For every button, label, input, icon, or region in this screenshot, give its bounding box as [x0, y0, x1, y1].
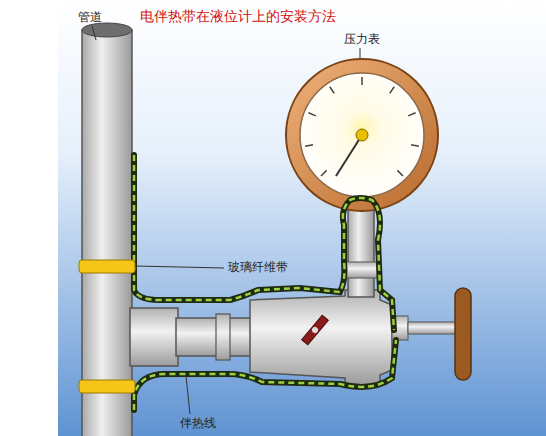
gauge-tick: [330, 87, 334, 94]
part-label: 玻璃纤维带: [228, 260, 288, 274]
gauge-case: [286, 59, 438, 211]
leader-line: [92, 26, 96, 40]
part-label: 伴热线: [180, 416, 216, 430]
heat-trace-cable: [134, 155, 396, 410]
gauge-tick: [408, 113, 415, 116]
gauge-tick: [411, 145, 419, 147]
fiber-band: [79, 380, 135, 393]
gauge-tick: [390, 87, 394, 94]
part-label: 管道: [78, 10, 102, 24]
gauge-tick: [397, 170, 403, 176]
valve-key: [302, 315, 329, 345]
leader-line: [360, 48, 361, 58]
gauge-fitting: [342, 262, 380, 278]
gauge-face: [300, 73, 424, 197]
valve-body: [250, 290, 392, 385]
gauge-tick: [321, 170, 327, 176]
part-label: 压力表: [344, 32, 380, 46]
gauge-stem: [348, 205, 374, 297]
gauge-tick: [308, 113, 315, 116]
valve-stem: [408, 322, 458, 334]
valve-handle: [455, 288, 471, 380]
gauge-needle: [336, 135, 362, 176]
gauge-tick: [305, 145, 313, 147]
gauge-hub: [356, 129, 368, 141]
gauge-tick: [361, 77, 363, 85]
fiber-band: [79, 260, 135, 273]
title: 电伴热带在液位计上的安装方法: [140, 8, 336, 25]
nipple: [176, 318, 252, 356]
leader-line: [135, 266, 224, 268]
gauge-ticks: [305, 77, 419, 176]
tee-branch: [130, 308, 178, 366]
coupling: [216, 314, 230, 360]
pipe: [82, 30, 132, 436]
leader-line: [186, 376, 190, 414]
pipe-end: [82, 23, 132, 37]
